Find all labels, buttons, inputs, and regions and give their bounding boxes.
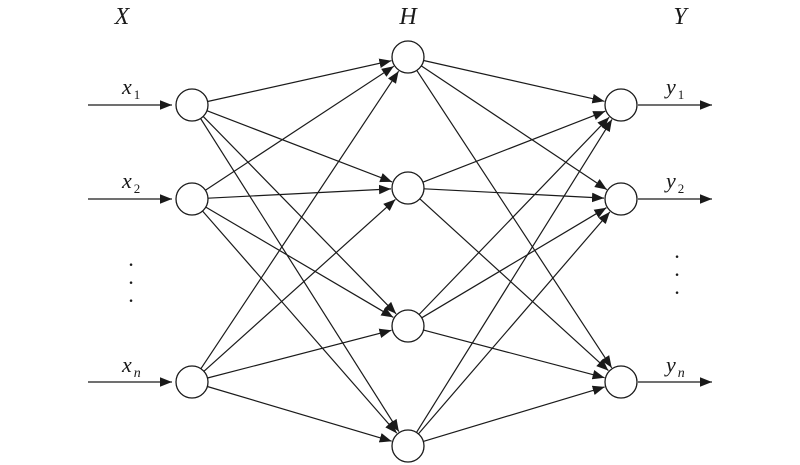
edge-input-2-to-hidden-1 xyxy=(205,65,395,191)
input-var: x xyxy=(121,74,132,99)
output-node-1 xyxy=(604,88,638,122)
output-subscript: 2 xyxy=(678,181,685,196)
ellipsis-dot: · xyxy=(127,288,134,313)
output-arrows xyxy=(638,100,712,387)
input-layer-title: X xyxy=(114,4,131,30)
edge-input-1-to-hidden-3 xyxy=(202,115,397,315)
edge-hidden-3-to-output-3 xyxy=(423,329,605,380)
edge-input-2-to-hidden-2 xyxy=(207,184,392,199)
input-arrows xyxy=(88,100,172,387)
ellipsis-dot: · xyxy=(127,270,134,295)
ellipsis-dot: · xyxy=(673,280,680,305)
edge-input-3-to-hidden-2 xyxy=(203,198,396,372)
output-node-3 xyxy=(604,365,638,399)
input-var: x xyxy=(121,352,132,377)
ellipsis-dot: · xyxy=(673,262,680,287)
edge-hidden-2-to-output-1 xyxy=(422,110,606,183)
output-subscript: n xyxy=(678,366,685,381)
edge-hidden-4-to-output-2 xyxy=(417,211,611,435)
edge-input-2-to-hidden-3 xyxy=(205,206,394,318)
nodes xyxy=(175,40,638,463)
output-var: y xyxy=(664,74,676,99)
input-subscript: 2 xyxy=(134,181,141,196)
hidden-node-2 xyxy=(391,171,425,205)
hidden-node-1 xyxy=(391,40,425,74)
edge-hidden-1-to-output-1 xyxy=(423,59,605,104)
output-layer-title: Y xyxy=(673,4,689,30)
input-subscript: n xyxy=(134,366,141,381)
input-node-1 xyxy=(175,88,209,122)
input-subscript: 1 xyxy=(134,87,141,102)
ellipsis-dot: · xyxy=(673,244,680,269)
edge-hidden-2-to-output-3 xyxy=(419,198,609,372)
output-node-2 xyxy=(604,182,638,216)
edge-hidden-1-to-output-2 xyxy=(420,65,608,191)
edge-input-1-to-hidden-2 xyxy=(206,110,393,183)
edge-input-3-to-hidden-4 xyxy=(207,385,392,443)
ellipsis-dot: · xyxy=(127,252,134,277)
edge-hidden-4-to-output-3 xyxy=(423,385,605,442)
edge-input-3-to-hidden-3 xyxy=(207,328,392,379)
hidden-layer-title: H xyxy=(398,4,418,30)
edge-input-3-to-hidden-1 xyxy=(200,70,400,370)
input-var: x xyxy=(121,168,132,193)
output-var: y xyxy=(664,352,676,377)
edge-input-2-to-hidden-4 xyxy=(202,210,398,434)
input-ellipsis: · · · xyxy=(127,252,134,313)
connections xyxy=(200,58,613,443)
edge-input-1-to-hidden-1 xyxy=(207,58,392,103)
edge-input-1-to-hidden-4 xyxy=(200,118,400,432)
edge-hidden-1-to-output-3 xyxy=(416,70,613,369)
output-ellipsis: · · · xyxy=(673,244,680,305)
input-node-3 xyxy=(175,365,209,399)
output-subscript: 1 xyxy=(678,87,685,102)
hidden-node-3 xyxy=(391,309,425,343)
hidden-node-4 xyxy=(391,429,425,463)
edge-hidden-2-to-output-2 xyxy=(423,188,605,203)
edge-hidden-4-to-output-1 xyxy=(415,119,613,433)
edge-hidden-3-to-output-1 xyxy=(418,116,610,315)
input-node-2 xyxy=(175,182,209,216)
output-var: y xyxy=(664,168,676,193)
edge-hidden-3-to-output-2 xyxy=(421,207,607,319)
